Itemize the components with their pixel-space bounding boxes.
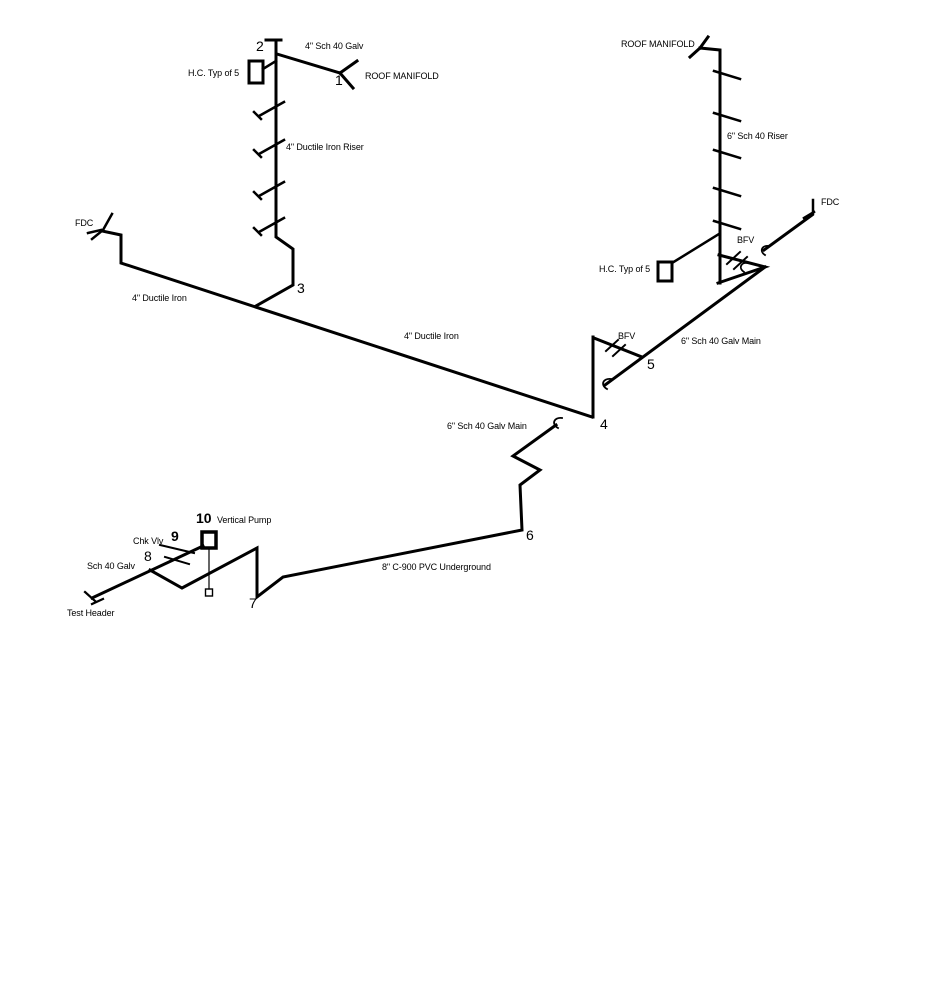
test-header-pipe <box>90 544 205 600</box>
pipe-break-hooks <box>553 245 771 430</box>
label-roof-manifold-left: ROOF MANIFOLD <box>365 71 439 81</box>
node-8: 8 <box>144 548 152 564</box>
label-ductile-iron-left: 4" Ductile Iron <box>132 293 187 303</box>
label-fdc-right: FDC <box>821 197 840 207</box>
node-7: 7 <box>249 595 257 611</box>
fdc-right-feed-pipe <box>761 212 815 253</box>
right-riser-pipe <box>698 46 722 285</box>
node-9: 9 <box>171 528 179 544</box>
label-bfv-lower: BFV <box>618 331 636 341</box>
label-hc-typ-right: H.C. Typ of 5 <box>599 264 651 274</box>
node-3: 3 <box>297 280 305 296</box>
label-sch40-galv-top: 4" Sch 40 Galv <box>305 41 364 51</box>
label-galv-main-lower: 6" Sch 40 Galv Main <box>447 421 527 431</box>
butterfly-valve-lower-connector <box>592 336 644 359</box>
left-riser-pipe <box>253 38 295 309</box>
label-test-header: Test Header <box>67 608 115 618</box>
label-sch40-galv-bottom: Sch 40 Galv <box>87 561 135 571</box>
label-roof-manifold-right: ROOF MANIFOLD <box>621 39 695 49</box>
break-hook-main-upper <box>602 378 613 391</box>
hose-connection-right-symbol <box>656 232 721 283</box>
label-fdc-left: FDC <box>75 218 94 228</box>
node-6: 6 <box>526 527 534 543</box>
label-hc-typ-left: H.C. Typ of 5 <box>188 68 240 78</box>
label-ductile-iron-mid: 4" Ductile Iron <box>404 331 459 341</box>
right-riser-branch-hashes <box>712 69 742 231</box>
left-riser-branch-hashes <box>252 100 286 237</box>
label-chk-vlv: Chk Vlv <box>133 536 164 546</box>
galv-main-upper-pipe <box>602 264 768 388</box>
break-hook-fdc-right <box>760 245 771 257</box>
label-sch40-riser-right: 6" Sch 40 Riser <box>727 131 788 141</box>
node-4: 4 <box>600 416 608 432</box>
label-vertical-pump: Vertical Pump <box>217 515 272 525</box>
hose-connection-left-symbol <box>247 59 278 85</box>
node-5: 5 <box>647 356 655 372</box>
test-header-symbol <box>83 590 105 606</box>
label-bfv-upper: BFV <box>737 235 755 245</box>
ductile-iron-main-pipe <box>100 229 594 419</box>
vertical-pump-symbol <box>200 530 218 597</box>
roof-manifold-left-branch <box>275 52 360 91</box>
break-hook-main-lower <box>553 417 564 430</box>
label-ductile-iron-riser: 4" Ductile Iron Riser <box>286 142 364 152</box>
node-1: 1 <box>335 72 343 88</box>
butterfly-valve-upper-symbol <box>725 250 749 271</box>
node-2: 2 <box>256 38 264 54</box>
roof-manifold-right-symbol <box>687 34 711 60</box>
label-galv-main-upper: 6" Sch 40 Galv Main <box>681 336 761 346</box>
break-hook-bypass <box>739 262 750 274</box>
check-valve-symbol <box>158 543 196 566</box>
label-pvc-underground: 8" C-900 PVC Underground <box>382 562 491 572</box>
galv-main-lower-pipe <box>147 422 559 601</box>
node-10: 10 <box>196 510 212 526</box>
